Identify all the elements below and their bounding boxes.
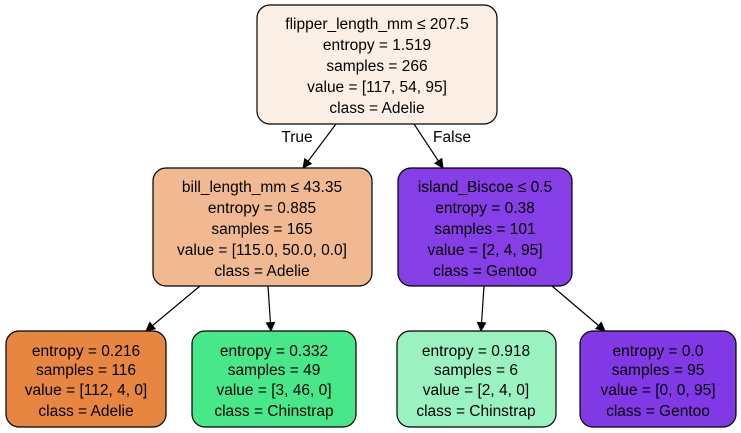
node-value: value = [0, 0, 95] [600,382,715,399]
node-samples: samples = 101 [434,221,535,238]
node-entropy: entropy = 0.216 [32,343,140,360]
node-split-condition: flipper_length_mm ≤ 207.5 [285,16,468,33]
edge-right-to-rl [476,285,487,332]
edge-root-to-left: True [281,123,337,169]
tree-leaf-rr: entropy = 0.0 samples = 95 value = [0, 0… [579,330,737,428]
node-class: class = Adelie [329,100,424,117]
tree-leaf-lr: entropy = 0.332 samples = 49 value = [3,… [191,330,357,428]
node-class: class = Chinstrap [214,403,333,420]
tree-node-root: flipper_length_mm ≤ 207.5 entropy = 1.51… [256,4,498,125]
tree-leaf-ll: entropy = 0.216 samples = 116 value = [1… [5,330,167,428]
node-value: value = [3, 46, 0] [216,382,331,399]
node-class: class = Chinstrap [416,403,535,420]
edge-label-true: True [281,129,312,146]
node-value: value = [117, 54, 95] [307,79,447,96]
node-class: class = Adelie [214,263,309,280]
node-class: class = Gentoo [606,403,710,420]
tree-node-right: island_Biscoe ≤ 0.5 entropy = 0.38 sampl… [397,167,573,287]
node-class: class = Gentoo [433,263,537,280]
node-entropy: entropy = 0.0 [613,343,704,360]
node-value: value = [2, 4, 0] [423,382,529,399]
tree-node-left: bill_length_mm ≤ 43.35 entropy = 0.885 s… [152,167,373,287]
node-samples: samples = 6 [434,362,518,379]
node-entropy: entropy = 0.332 [220,343,328,360]
node-samples: samples = 266 [326,58,427,75]
node-value: value = [2, 4, 95] [427,242,542,259]
edge-root-to-right: False [413,123,471,169]
node-split-condition: island_Biscoe ≤ 0.5 [418,179,552,196]
edge-left-to-ll [145,285,201,332]
node-entropy: entropy = 1.519 [323,37,431,54]
edge-label-false: False [433,129,471,146]
edge-left-to-lr [265,285,276,332]
node-samples: samples = 165 [211,221,312,238]
edge-right-to-rr [551,285,606,332]
node-entropy: entropy = 0.38 [435,200,535,217]
node-samples: samples = 95 [612,362,705,379]
tree-leaf-rl: entropy = 0.918 samples = 6 value = [2, … [396,330,557,428]
node-class: class = Adelie [38,403,133,420]
node-entropy: entropy = 0.885 [208,200,316,217]
node-value: value = [112, 4, 0] [25,382,148,399]
node-samples: samples = 49 [228,362,321,379]
node-samples: samples = 116 [36,362,136,379]
node-entropy: entropy = 0.918 [422,343,530,360]
node-split-condition: bill_length_mm ≤ 43.35 [182,179,342,196]
node-value: value = [115.0, 50.0, 0.0] [177,242,347,259]
